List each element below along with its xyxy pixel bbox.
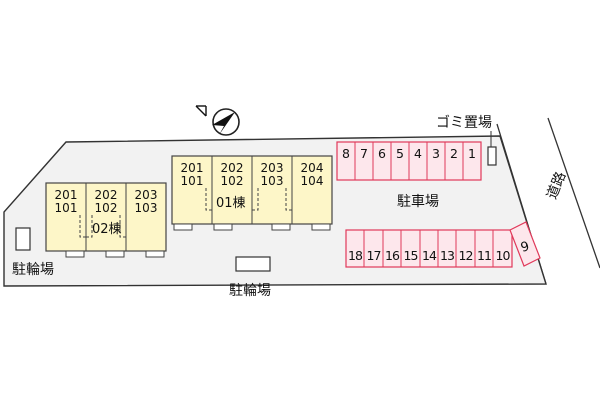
parking-space-number: 3 [432, 146, 440, 161]
bike-parking-bottom-label: 駐輪場 [229, 283, 271, 299]
trash-area-label: ゴミ置場 [436, 115, 492, 131]
north-arrow-icon [195, 105, 240, 136]
parking-space-number: 12 [458, 248, 474, 263]
parking-space-number: 5 [396, 146, 404, 161]
unit-b01-2: 202 102 [213, 162, 251, 187]
unit-upper: 202 [94, 188, 118, 202]
unit-lower: 102 [94, 200, 118, 215]
parking-space-number: 13 [440, 248, 455, 263]
parking-space-number: 14 [422, 248, 437, 263]
parking-space-number: 6 [378, 146, 386, 161]
parking-space-9 [509, 221, 541, 267]
parking-space-number: 15 [403, 248, 419, 263]
parking-row-top [336, 141, 482, 181]
parking-label: 駐車場 [397, 194, 439, 210]
unit-b02-2: 202 102 [87, 189, 125, 214]
unit-b01-3: 203 103 [253, 162, 291, 187]
unit-lower: 103 [134, 200, 158, 215]
parking-space-number: 1 [468, 146, 476, 161]
unit-upper: 201 [180, 161, 204, 175]
unit-lower: 104 [300, 173, 324, 188]
unit-b01-1: 201 101 [173, 162, 211, 187]
parking-space-number: 4 [414, 146, 422, 161]
building-01-name: 01棟 [216, 196, 246, 211]
building-02 [45, 182, 167, 258]
parking-space-number: 7 [360, 146, 368, 161]
road-edge-right [547, 117, 600, 269]
parking-space-number: 8 [342, 146, 350, 161]
unit-upper: 203 [134, 188, 158, 202]
parking-space-number: 18 [348, 248, 363, 263]
bike-parking-left [15, 227, 31, 251]
unit-lower: 103 [260, 173, 284, 188]
parking-row-bottom [345, 229, 513, 268]
parking-space-number: 10 [495, 248, 511, 263]
unit-upper: 202 [220, 161, 244, 175]
unit-b01-4: 204 104 [293, 162, 331, 187]
parking-space-number: 17 [366, 248, 382, 263]
unit-upper: 204 [300, 161, 324, 175]
parking-space-number: 11 [477, 248, 492, 263]
unit-lower: 102 [220, 173, 244, 188]
unit-b02-1: 201 101 [47, 189, 85, 214]
unit-lower: 101 [180, 173, 204, 188]
unit-b02-3: 203 103 [127, 189, 165, 214]
building-02-name: 02棟 [92, 222, 122, 237]
trash-area [487, 146, 497, 166]
unit-upper: 201 [54, 188, 78, 202]
bike-parking-left-label: 駐輪場 [12, 262, 54, 278]
parking-space-number: 16 [385, 248, 400, 263]
bike-parking-bottom [235, 256, 271, 272]
parking-space-number: 2 [450, 146, 458, 161]
building-01 [171, 155, 333, 231]
unit-upper: 203 [260, 161, 284, 175]
unit-lower: 101 [54, 200, 78, 215]
